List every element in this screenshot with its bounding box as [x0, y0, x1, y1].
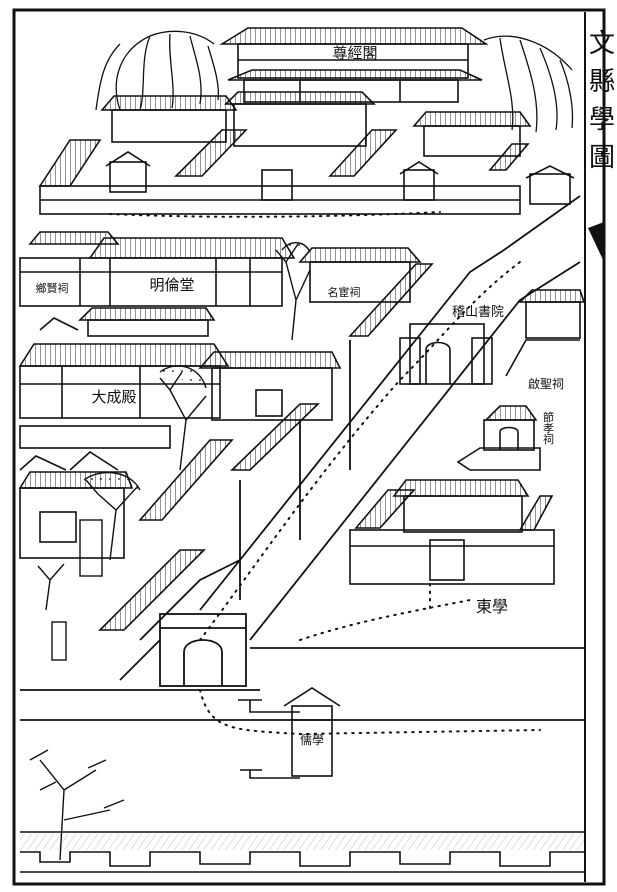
tree-middle [275, 242, 311, 341]
label-jiexiao-ci: 節孝祠 [542, 410, 555, 445]
qisheng-shrine [505, 289, 586, 377]
dotted-path-upper [109, 211, 441, 218]
label-ming-huan-ci: 名宦祠 [328, 285, 361, 299]
label-jishan-shuyuan: 稽山書院 [452, 305, 504, 320]
dongxue-compound [349, 479, 555, 585]
edge-title-text: 文 縣 學 圖 [589, 29, 615, 173]
dotted-path-street [199, 261, 521, 641]
label-jiansheng-ci: 啟聖祠 [528, 376, 564, 391]
side-hall-east [298, 247, 434, 337]
edge-char: 縣 [589, 67, 615, 97]
tree-lower-west [37, 365, 207, 661]
edge-char: 圖 [589, 143, 615, 173]
label-zunjing-ge: 尊經閣 [332, 44, 377, 62]
front-road [20, 647, 584, 721]
upper-courtyard-halls [38, 91, 575, 215]
river-hatching [20, 834, 584, 850]
edge-char: 文 [589, 29, 615, 59]
willow-tree-right [483, 35, 574, 133]
label-side-room-west: 鄉賢祠 [36, 282, 69, 295]
fold-mark [588, 222, 604, 262]
river-bank [20, 831, 584, 873]
main-front-gate [159, 613, 247, 687]
zunjing-pavilion [219, 27, 489, 103]
jiexiao-shrine [456, 405, 541, 471]
minglun-hall [19, 231, 296, 337]
dacheng-hall [18, 317, 342, 421]
label-paifang: 儒學 [300, 733, 324, 747]
label-dacheng-dian: 大成殿 [91, 388, 136, 406]
label-dongxue: 東學 [476, 597, 508, 616]
dotted-path-east [299, 583, 471, 641]
paifang-archway [238, 687, 341, 779]
edge-char: 學 [589, 105, 615, 135]
label-minglun-tang: 明倫堂 [149, 276, 194, 294]
outer-border [12, 8, 606, 886]
jishan-academy-gate [399, 323, 493, 385]
central-street-walls [119, 195, 581, 681]
